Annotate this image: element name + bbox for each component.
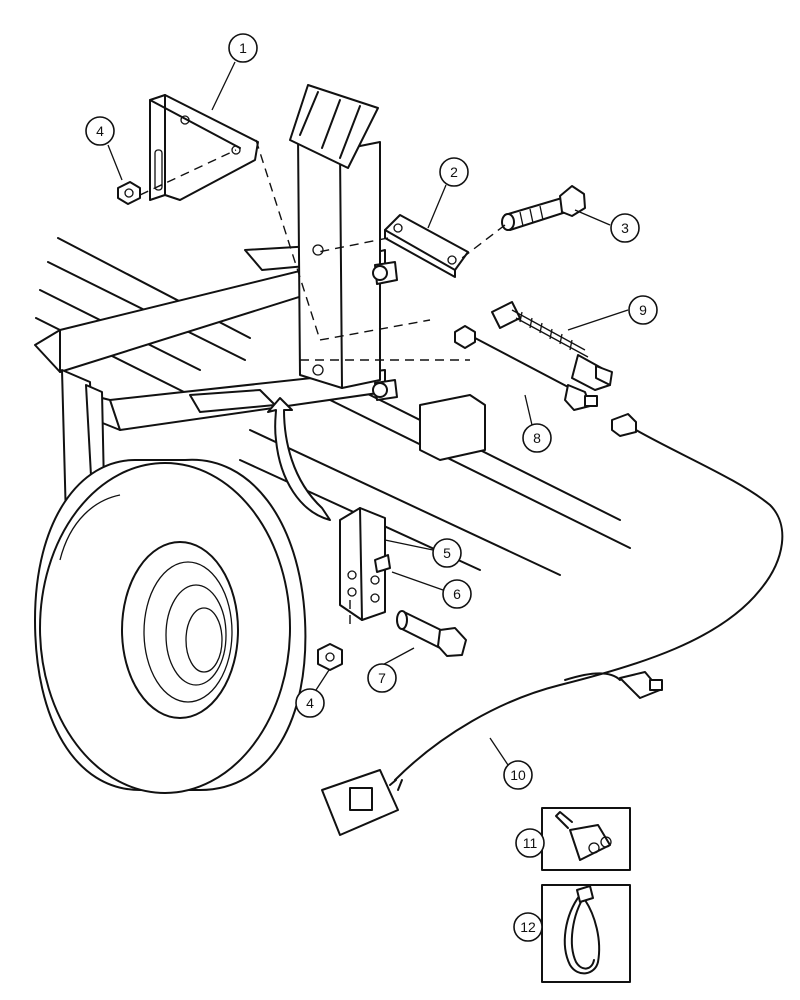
callout-4-bottom: 4 xyxy=(295,688,325,718)
inset-part-11 xyxy=(541,807,631,871)
inset-part-12 xyxy=(541,884,631,983)
callout-5-label: 5 xyxy=(443,545,451,561)
callout-7-label: 7 xyxy=(378,670,386,686)
callout-7: 7 xyxy=(367,663,397,693)
callout-4-bottom-label: 4 xyxy=(306,695,314,711)
callout-2-label: 2 xyxy=(450,164,458,180)
callout-11-label: 11 xyxy=(523,835,538,851)
bracket-part-5-6 xyxy=(339,507,391,621)
callout-1: 1 xyxy=(228,33,258,63)
nut-part-4-top xyxy=(117,181,141,205)
sensor-part-9 xyxy=(491,301,613,391)
callout-1-label: 1 xyxy=(239,40,247,56)
callout-11: 11 xyxy=(515,828,545,858)
callout-2: 2 xyxy=(439,157,469,187)
callout-4-top-label: 4 xyxy=(96,123,104,139)
install-arrow xyxy=(267,397,331,521)
tire-wheel xyxy=(34,458,307,794)
cable-part-8 xyxy=(454,325,598,411)
bracket-part-1 xyxy=(149,94,259,201)
harness-part-10 xyxy=(321,413,784,836)
callout-10-label: 10 xyxy=(510,767,526,783)
assembly-lines xyxy=(139,139,506,630)
callout-10: 10 xyxy=(503,760,533,790)
callout-8: 8 xyxy=(522,423,552,453)
callout-6: 6 xyxy=(442,579,472,609)
frame-rails xyxy=(34,84,631,576)
callout-5: 5 xyxy=(432,538,462,568)
callout-9-label: 9 xyxy=(639,302,647,318)
callout-3: 3 xyxy=(610,213,640,243)
bolt-part-3 xyxy=(501,185,586,231)
callout-3-label: 3 xyxy=(621,220,629,236)
nut-part-4-bottom xyxy=(317,643,343,671)
plate-part-2 xyxy=(384,214,469,278)
callout-8-label: 8 xyxy=(533,430,541,446)
callout-9: 9 xyxy=(628,295,658,325)
callout-12: 12 xyxy=(513,912,543,942)
callout-4-top: 4 xyxy=(85,116,115,146)
callout-6-label: 6 xyxy=(453,586,461,602)
callout-12-label: 12 xyxy=(520,919,536,935)
bolt-part-7 xyxy=(396,610,467,657)
